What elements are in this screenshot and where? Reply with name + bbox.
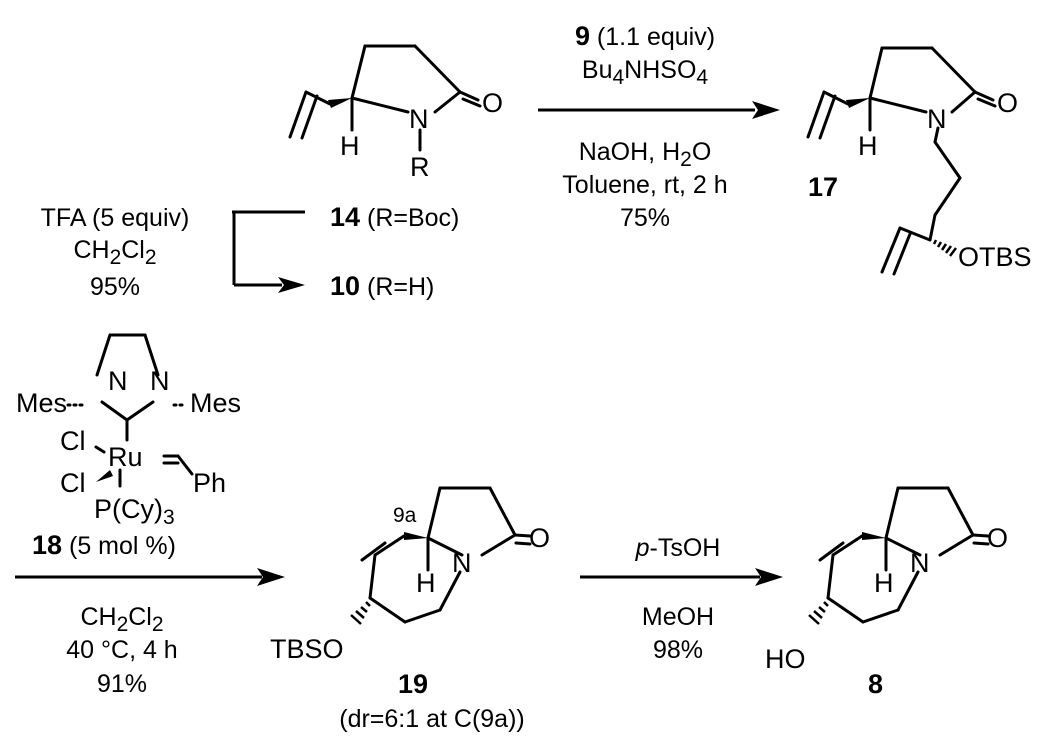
phase-transfer-catalyst: Bu4NHSO4: [582, 56, 709, 89]
rcm-solvent: CH2Cl2: [80, 603, 163, 636]
yield-3: 98%: [653, 636, 703, 664]
lactam-14-structure: [288, 44, 482, 152]
compound-19-label: 19: [398, 669, 428, 699]
methanol-solvent: MeOH: [642, 603, 714, 631]
otbs-group: OTBS: [958, 242, 1032, 272]
ruthenium: Ru: [108, 442, 143, 472]
reagent-9: 9 (1.1 equiv): [575, 21, 715, 51]
label-9a: 9a: [393, 504, 417, 527]
hydroxyl-group: HO: [765, 644, 806, 674]
compound-8-structure: [808, 486, 990, 625]
tbso-group: TBSO: [270, 634, 344, 664]
compound-19-structure: [350, 486, 532, 625]
reaction-arrow-3: [580, 568, 783, 586]
mes-left: Mes: [16, 388, 67, 418]
reaction-arrow-2: [15, 568, 285, 586]
solvent-time-1: Toluene, rt, 2 h: [562, 171, 727, 199]
nitrogen-14: N: [409, 104, 429, 134]
chloride-2: Cl: [60, 468, 86, 498]
hydrogen-19: H: [416, 568, 436, 598]
phenyl: Ph: [193, 468, 226, 498]
nitrogen-17: N: [927, 104, 947, 134]
chloride-1: Cl: [60, 426, 86, 456]
deprotection-yield: 95%: [90, 273, 140, 301]
grubbs-catalyst-structure: [66, 333, 194, 488]
hydrogen-8: H: [874, 568, 894, 598]
rcm-yield: 91%: [97, 670, 147, 698]
nitrogen-19: N: [452, 548, 472, 578]
ptsoh-reagent: p-TsOH: [635, 534, 721, 562]
nhc-nitrogen-left: N: [108, 366, 128, 396]
catalyst-18-label: 18 (5 mol %): [32, 530, 176, 560]
deprotection-solvent: CH2Cl2: [73, 236, 156, 269]
compound-19-dr-note: (dr=6:1 at C(9a)): [339, 705, 525, 733]
carbonyl-oxygen-19: O: [529, 523, 550, 553]
tricyclohexylphosphine: P(Cy)3: [94, 494, 175, 529]
base-conditions: NaOH, H2O: [579, 138, 712, 171]
carbonyl-oxygen-14: O: [482, 88, 503, 118]
compound-17-label: 17: [808, 172, 838, 202]
hydrogen-17: H: [858, 131, 878, 161]
r-group-14: R: [410, 152, 430, 182]
hydrogen-14: H: [340, 131, 360, 161]
carbonyl-oxygen-17: O: [997, 88, 1018, 118]
reaction-arrow-1: [538, 101, 780, 119]
carbonyl-oxygen-8: O: [987, 523, 1008, 553]
compound-10-label: 10 (R=H): [330, 271, 434, 301]
nhc-nitrogen-right: N: [150, 366, 170, 396]
compound-8-label: 8: [868, 669, 883, 699]
tfa-reagent: TFA (5 equiv): [41, 204, 190, 232]
deprotection-arrow: [232, 210, 305, 293]
mes-right: Mes: [190, 388, 241, 418]
rcm-temp-time: 40 °C, 4 h: [66, 636, 177, 664]
compound-17-structure: [806, 46, 997, 276]
yield-1: 75%: [620, 204, 670, 232]
nitrogen-8: N: [910, 548, 930, 578]
compound-14-label: 14 (R=Boc): [330, 202, 459, 232]
